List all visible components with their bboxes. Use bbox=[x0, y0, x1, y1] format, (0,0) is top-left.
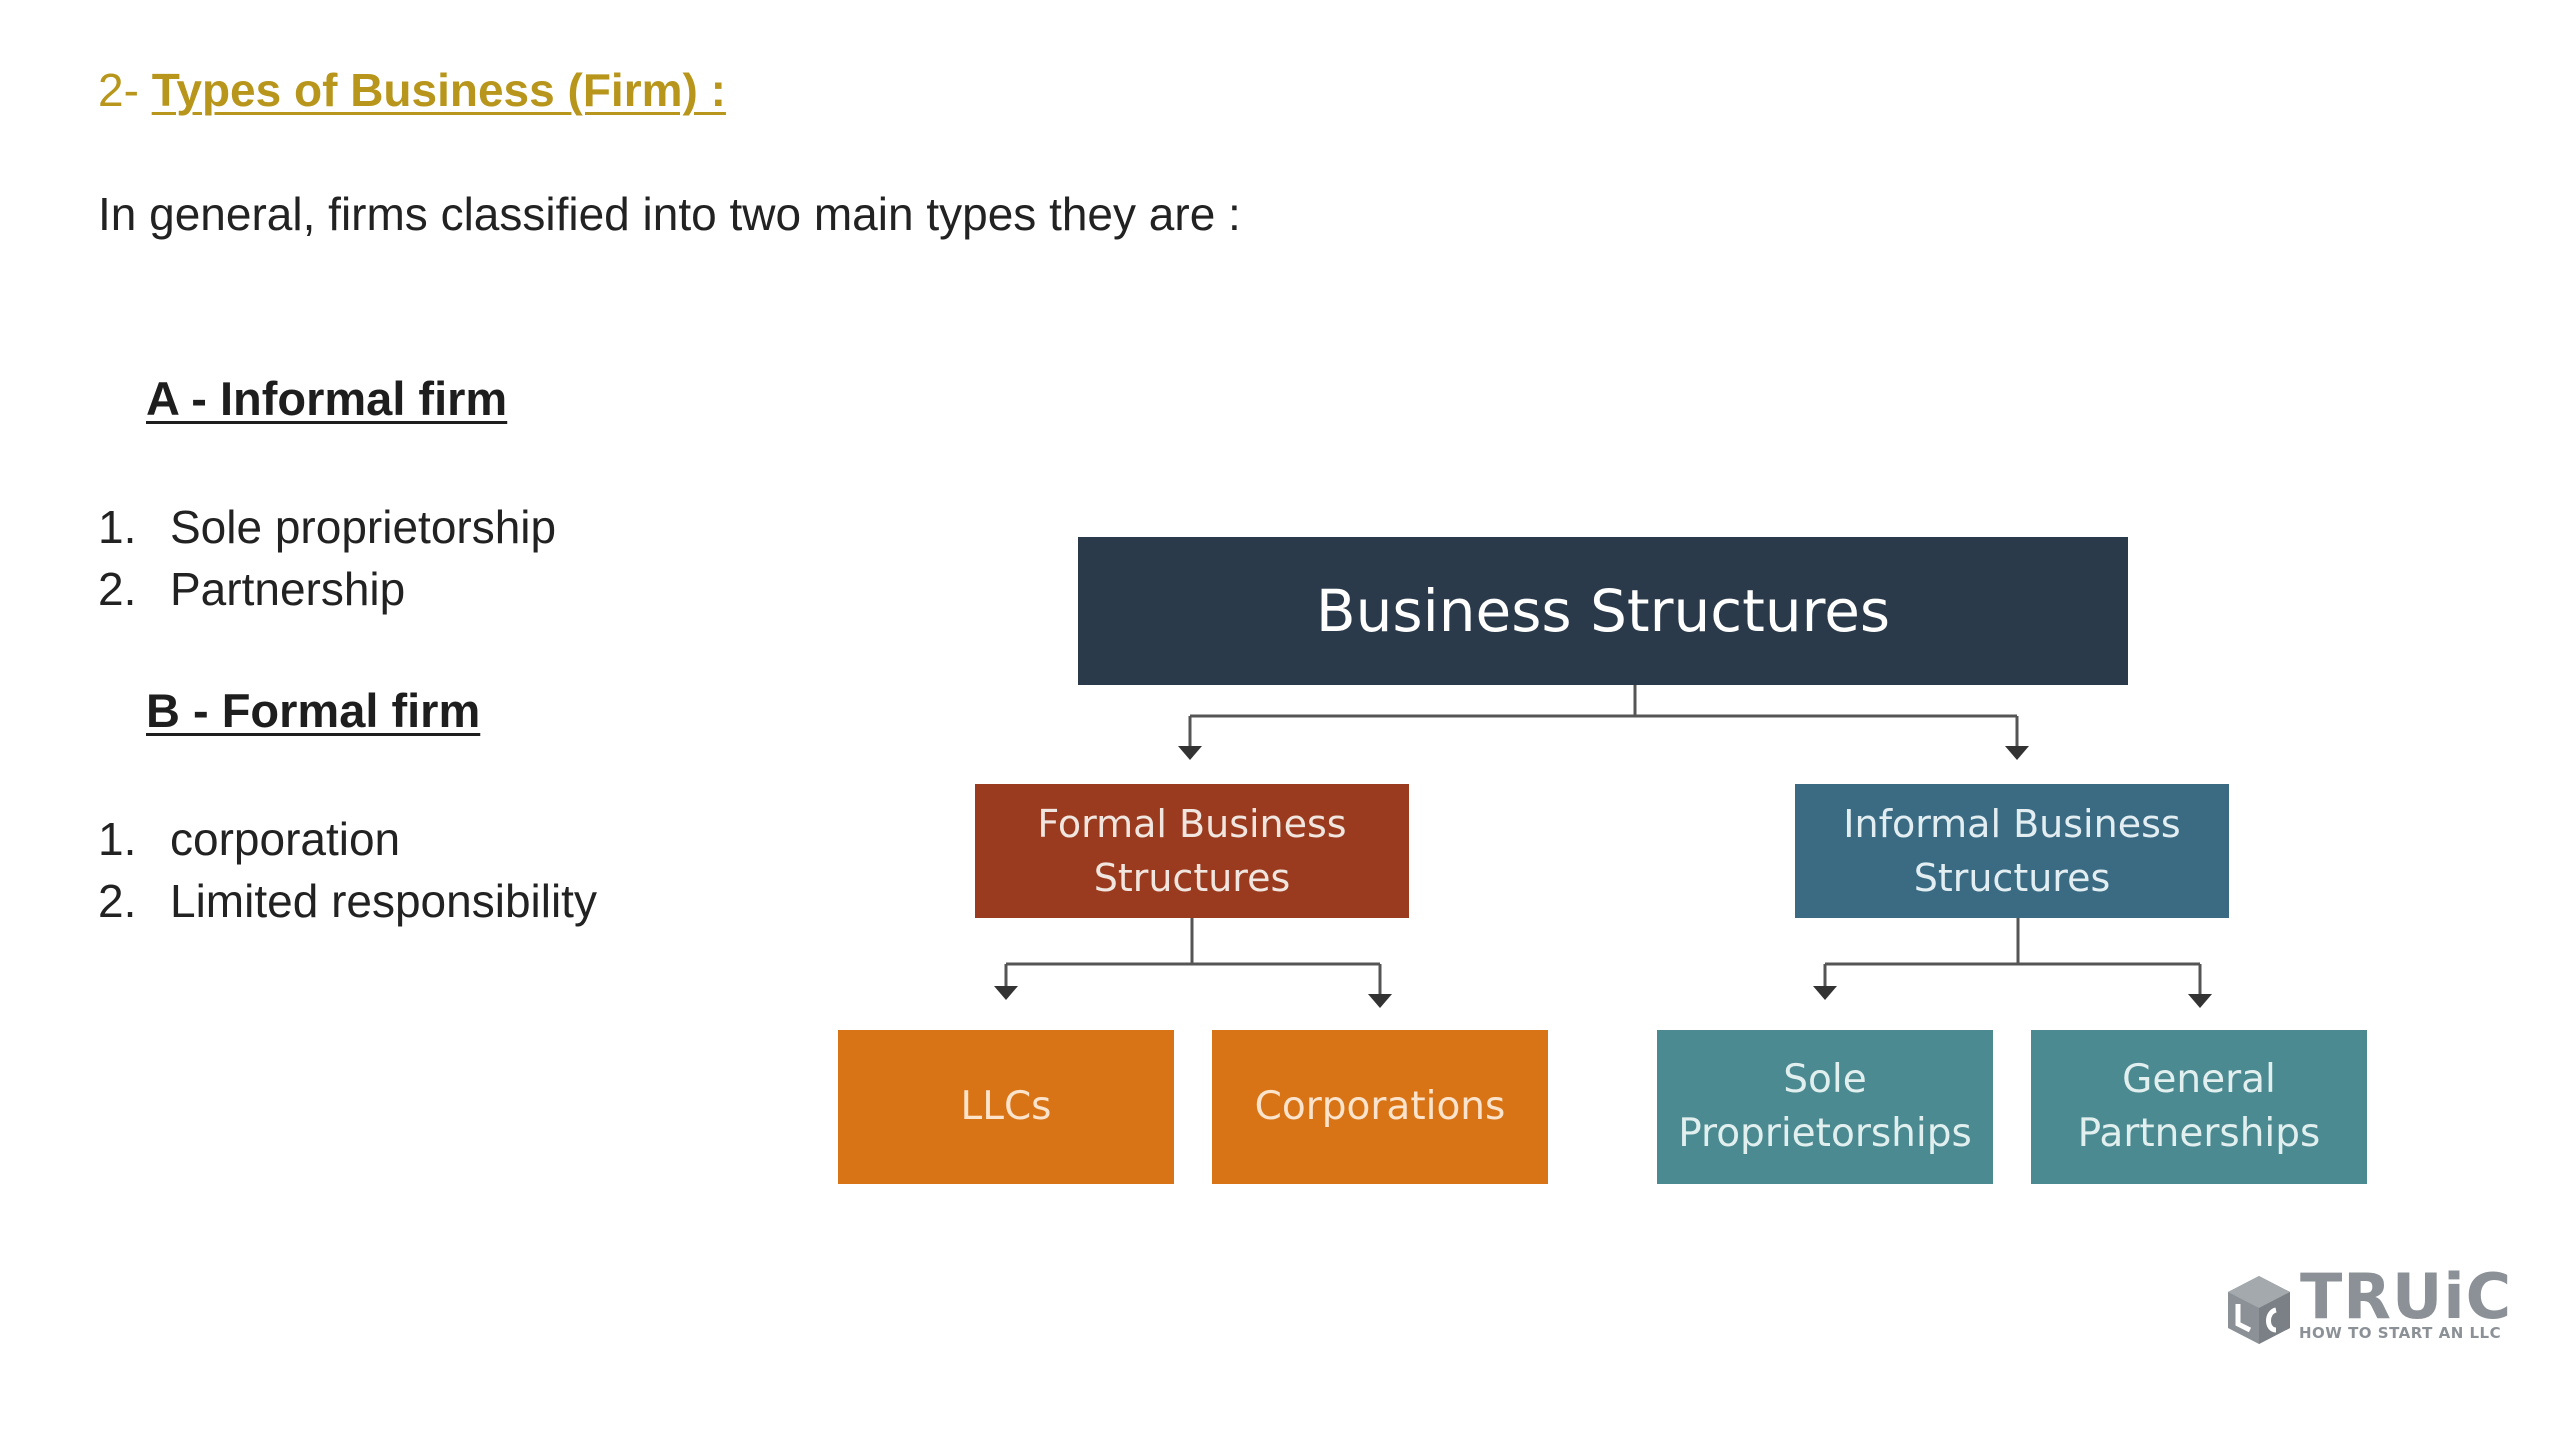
list-item-number: 2. bbox=[98, 563, 137, 615]
list-item-number: 1. bbox=[98, 813, 137, 865]
list-item-number: 1. bbox=[98, 501, 137, 553]
diagram-llcs-label: LLCs bbox=[960, 1084, 1052, 1129]
diagram-formal-label: Formal Business Structures bbox=[1037, 802, 1347, 900]
list-item: 1. corporation bbox=[98, 808, 597, 870]
arrowhead-corporations bbox=[1368, 994, 1392, 1008]
arrowhead-sole bbox=[1813, 986, 1837, 1000]
heading-prefix: 2- bbox=[98, 64, 152, 116]
diagram-root-label: Business Structures bbox=[1315, 577, 1891, 645]
diagram-sole-proprietorships-box: Sole Proprietorships bbox=[1657, 1030, 1993, 1184]
arrowhead-llcs bbox=[994, 986, 1018, 1000]
intro-paragraph: In general, firms classified into two ma… bbox=[98, 188, 1241, 240]
list-item-number: 2. bbox=[98, 875, 137, 927]
diagram-corporations-box: Corporations bbox=[1212, 1030, 1548, 1184]
logo-tagline: HOW TO START AN LLC bbox=[2299, 1324, 2502, 1342]
list-item: 2. Partnership bbox=[98, 558, 556, 620]
truic-logo: TRUiC HOW TO START AN LLC bbox=[2226, 1262, 2511, 1350]
heading-title: Types of Business (Firm) : bbox=[151, 64, 726, 116]
page-heading: 2- Types of Business (Firm) : bbox=[98, 62, 726, 118]
diagram-general-partnerships-label: General Partnerships bbox=[2077, 1057, 2321, 1156]
list-item-text: Limited responsibility bbox=[170, 875, 597, 927]
diagram-root-box: Business Structures bbox=[1078, 537, 2128, 685]
section-b-title: B - Formal firm bbox=[146, 684, 481, 737]
diagram-informal-box: Informal Business Structures bbox=[1795, 784, 2229, 918]
list-item-text: Partnership bbox=[170, 563, 406, 615]
diagram-llcs-box: LLCs bbox=[838, 1030, 1174, 1184]
diagram-informal-label: Informal Business Structures bbox=[1843, 802, 2181, 900]
diagram-corporations-label: Corporations bbox=[1254, 1084, 1506, 1129]
arrowhead-formal bbox=[1178, 746, 1202, 760]
diagram-general-partnerships-box: General Partnerships bbox=[2031, 1030, 2367, 1184]
list-item: 2. Limited responsibility bbox=[98, 870, 597, 932]
arrowhead-informal bbox=[2005, 746, 2029, 760]
list-item: 1. Sole proprietorship bbox=[98, 496, 556, 558]
arrowhead-general bbox=[2188, 994, 2212, 1008]
logo-wordmark: TRUiC bbox=[2300, 1260, 2513, 1333]
section-a-list: 1. Sole proprietorship 2. Partnership bbox=[98, 496, 556, 620]
section-a-title: A - Informal firm bbox=[146, 372, 508, 425]
list-item-text: Sole proprietorship bbox=[170, 501, 557, 553]
cube-logo-icon bbox=[2228, 1276, 2290, 1344]
diagram-formal-box: Formal Business Structures bbox=[975, 784, 1409, 918]
section-b-list: 1. corporation 2. Limited responsibility bbox=[98, 808, 597, 932]
diagram-sole-proprietorships-label: Sole Proprietorships bbox=[1678, 1057, 1972, 1156]
list-item-text: corporation bbox=[170, 813, 401, 865]
